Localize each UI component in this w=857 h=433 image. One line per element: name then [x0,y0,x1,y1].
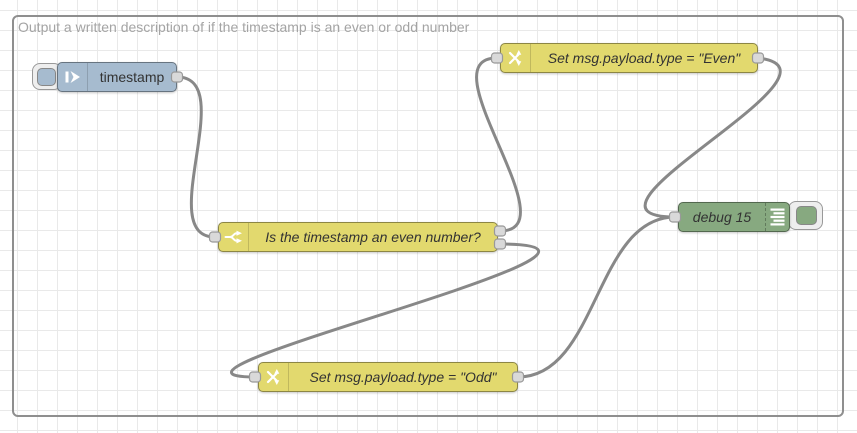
wire-change-even-to-debug[interactable] [643,56,782,219]
node-change-set-even[interactable]: Set msg.payload.type = "Even" [500,43,758,73]
node-label-timestamp: timestamp [99,69,165,85]
node-label-change-even: Set msg.payload.type = "Even" [547,50,741,66]
node-switch-even-check[interactable]: Is the timestamp an even number? [218,222,498,252]
inject-trigger-button-face[interactable] [37,68,56,86]
node-label-change-odd: Set msg.payload.type = "Odd" [309,369,497,385]
inject-arrow-icon [58,63,88,91]
wire-inject-to-switch[interactable] [175,75,217,239]
wire-switch-out1-to-change-even[interactable] [475,56,522,233]
node-inject-timestamp[interactable]: timestamp [57,62,177,92]
console-lines-icon [765,203,789,231]
wire-change-odd-to-debug[interactable] [516,215,677,379]
debug-toggle-button-face[interactable] [796,206,817,225]
shuffle-swap-icon [501,44,531,72]
node-label-debug: debug 15 [692,209,752,225]
debug-toggle-button[interactable] [788,201,823,230]
node-change-set-odd[interactable]: Set msg.payload.type = "Odd" [258,362,518,392]
node-label-switch: Is the timestamp an even number? [265,229,481,245]
flow-group[interactable]: Output a written description of if the t… [12,15,844,417]
branch-icon [219,223,249,251]
group-label: Output a written description of if the t… [18,19,470,35]
shuffle-swap-icon [259,363,289,391]
wire-switch-out2-to-change-odd[interactable] [230,242,540,379]
node-debug-15[interactable]: debug 15 [678,202,790,232]
